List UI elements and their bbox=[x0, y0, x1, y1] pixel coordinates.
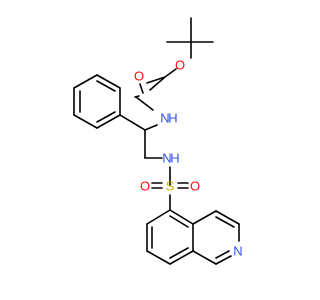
bond bbox=[146, 76, 166, 84]
bond bbox=[169, 247, 189, 259]
atom-label-h-sulfonamide: H bbox=[170, 151, 179, 166]
bond bbox=[192, 210, 217, 225]
structural-formula: O O N H N H S O O N bbox=[73, 17, 243, 265]
atom-label-layer: O O N H N H S O O N bbox=[134, 58, 243, 259]
bond bbox=[192, 250, 217, 265]
atom-label-o-sulfonyl-left: O bbox=[140, 179, 150, 194]
atom-label-o-carbonyl: O bbox=[134, 69, 144, 84]
bond bbox=[146, 250, 171, 265]
bond bbox=[149, 76, 166, 91]
bond bbox=[169, 250, 194, 265]
atom-label-n-isoquinoline: N bbox=[233, 244, 242, 259]
atom-label-n-sulfonamide: N bbox=[162, 151, 171, 166]
bond bbox=[146, 209, 171, 225]
bond bbox=[73, 114, 98, 129]
bond bbox=[169, 209, 194, 225]
atom-label-s-sulfonyl: S bbox=[166, 179, 175, 194]
bond bbox=[169, 215, 189, 228]
bond bbox=[96, 114, 121, 129]
bond bbox=[164, 68, 177, 78]
atom-label-h-carbamate: H bbox=[168, 111, 177, 126]
atom-label-n-carbamate: N bbox=[160, 111, 169, 126]
bond bbox=[215, 216, 235, 228]
bond bbox=[215, 210, 240, 225]
bond bbox=[139, 83, 144, 94]
atom-label-o-sulfonyl-right: O bbox=[190, 179, 200, 194]
bond bbox=[73, 74, 98, 89]
bond-layer bbox=[73, 17, 240, 265]
bond bbox=[215, 255, 232, 265]
bond bbox=[96, 111, 116, 123]
bond bbox=[119, 114, 146, 131]
bond bbox=[96, 80, 116, 92]
bond bbox=[135, 96, 154, 111]
bond bbox=[215, 250, 230, 259]
bond bbox=[96, 74, 121, 89]
atom-label-o-ester: O bbox=[175, 58, 185, 73]
bond bbox=[144, 124, 158, 131]
